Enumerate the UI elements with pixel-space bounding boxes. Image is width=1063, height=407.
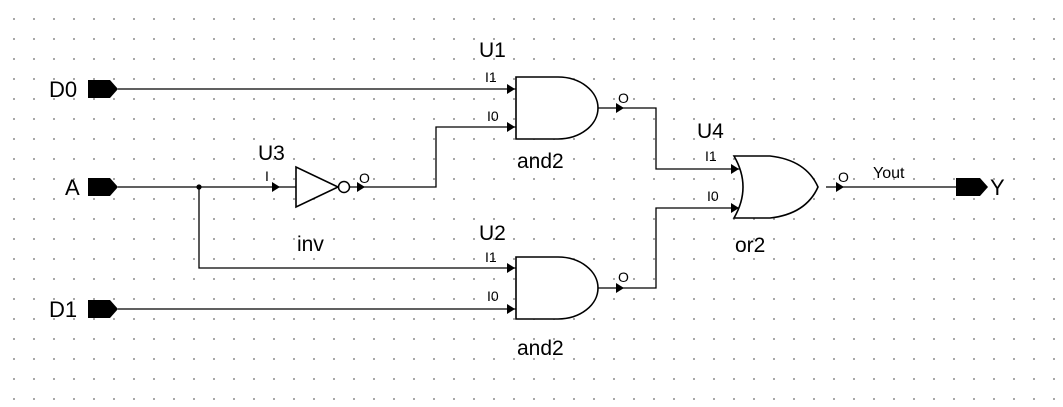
gate-u4-pin-i0: I0	[707, 188, 719, 204]
arrow-u4-i0	[731, 203, 739, 213]
wire-u3-to-u1-i0	[350, 126, 516, 188]
arrow-u1-o	[616, 103, 624, 113]
gate-u1-pin-i0: I0	[487, 108, 499, 124]
gate-u2-type: and2	[517, 337, 564, 360]
port-a-label: A	[65, 175, 80, 200]
gate-u3-pin-o: O	[359, 170, 370, 186]
arrow-u1-i1	[507, 84, 515, 94]
junction-dot	[196, 184, 202, 190]
and-gate-symbol-u1[interactable]	[515, 76, 599, 140]
inverter-symbol-u3[interactable]	[295, 165, 340, 209]
net-label-yout: Yout	[873, 165, 905, 182]
arrow-u4-o	[836, 182, 844, 192]
gate-u3-pin-i: I	[265, 168, 269, 184]
port-d1-symbol[interactable]	[88, 300, 118, 318]
gate-u4-pin-i1: I1	[705, 148, 717, 164]
gate-u3[interactable]: U3 inv I O	[258, 142, 370, 256]
port-d0-symbol[interactable]	[88, 80, 118, 98]
port-y-symbol[interactable]	[956, 178, 988, 196]
gate-u2[interactable]: U2 and2 I1 I0 O	[479, 222, 629, 360]
port-a[interactable]: A	[65, 175, 118, 200]
arrow-u3-o	[357, 182, 365, 192]
port-y[interactable]: Y	[956, 175, 1005, 200]
gate-u2-pin-o: O	[618, 269, 629, 285]
gate-u3-ref: U3	[258, 142, 285, 165]
port-y-label: Y	[990, 175, 1005, 200]
arrow-u4-i1	[731, 164, 739, 174]
gate-u1[interactable]: U1 and2 I1 I0 O	[479, 39, 629, 173]
and-gate-symbol-u2[interactable]	[515, 256, 599, 320]
gate-u4[interactable]: U4 or2 I1 I0 O	[697, 120, 849, 257]
port-d0-label: D0	[49, 77, 77, 102]
gate-u2-pin-i0: I0	[487, 288, 499, 304]
gate-u4-pin-o: O	[838, 169, 849, 185]
gate-u3-type: inv	[297, 233, 324, 256]
arrow-u2-i0	[507, 304, 515, 314]
or-gate-symbol-u4[interactable]	[732, 155, 819, 219]
wire-u1-to-u4-i1	[598, 107, 740, 170]
gate-u1-pin-i1: I1	[485, 69, 497, 85]
wire-u2-to-u4-i0	[598, 207, 740, 289]
gate-u2-ref: U2	[479, 222, 506, 245]
gate-u4-ref: U4	[697, 120, 724, 143]
arrow-u2-o	[616, 283, 624, 293]
gate-u1-ref: U1	[479, 39, 506, 62]
gate-u1-pin-o: O	[618, 90, 629, 106]
port-d0[interactable]: D0	[49, 77, 118, 102]
port-d1[interactable]: D1	[49, 297, 118, 322]
wire-a-to-u2-i1	[198, 187, 516, 269]
arrow-u3-i	[272, 182, 280, 192]
pin-arrows	[272, 84, 844, 314]
gate-u2-pin-i1: I1	[485, 249, 497, 265]
port-d1-label: D1	[49, 297, 77, 322]
inverter-bubble-u3	[337, 180, 351, 194]
gate-u1-type: and2	[517, 150, 564, 173]
arrow-u2-i1	[507, 263, 515, 273]
wires	[118, 88, 960, 310]
port-a-symbol[interactable]	[88, 178, 118, 196]
arrow-u1-i0	[507, 122, 515, 132]
gate-u4-type: or2	[735, 234, 765, 257]
